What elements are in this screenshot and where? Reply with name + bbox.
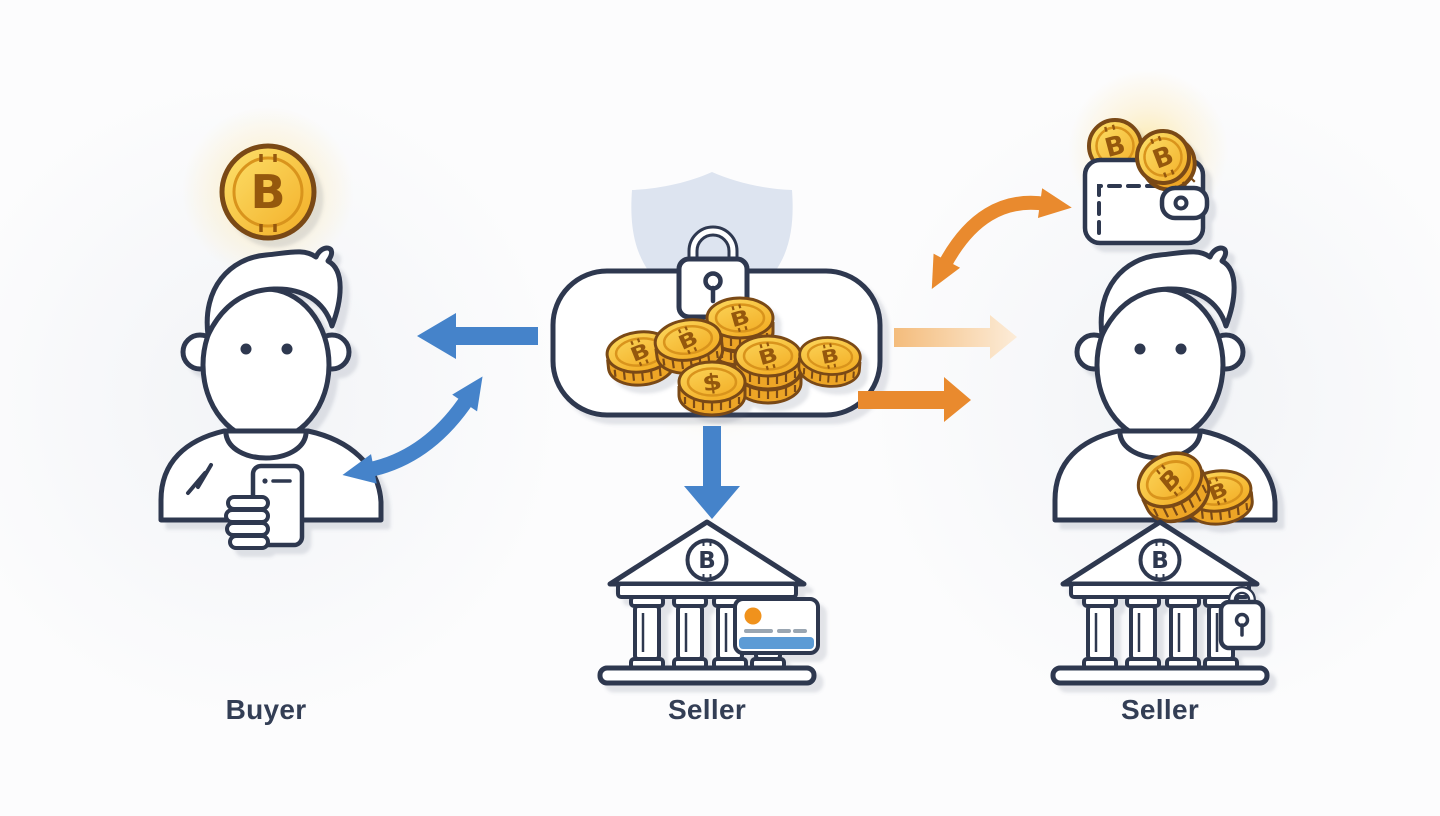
- arrow-buyer-escrow-exchange: [342, 376, 483, 484]
- escrow-node: $: [550, 172, 883, 418]
- wallet-coin-2: [1132, 126, 1197, 197]
- dollar-symbol: $: [701, 368, 724, 397]
- seller-person-label: Seller: [1120, 694, 1200, 725]
- hand-icon: [224, 495, 270, 550]
- arrow-escrow-to-bank: [684, 426, 740, 519]
- seller-bank-label: Seller: [667, 694, 747, 725]
- buyer-person: [161, 248, 381, 550]
- arrow-escrow-to-buyer: [417, 313, 538, 359]
- seller-bank-node: [600, 522, 820, 683]
- arrow-escrow-to-seller: [858, 377, 971, 422]
- wallet-stitching: [1097, 184, 1160, 238]
- bitcoin-symbol: B: [250, 165, 285, 219]
- dollar-coin-icon: $: [677, 360, 747, 417]
- buyer-label: Buyer: [225, 694, 307, 725]
- arrow-seller-wallet-exchange: [931, 188, 1072, 289]
- sleeve-lines: [186, 463, 213, 495]
- bitcoin-coin-icon: B: [219, 143, 317, 241]
- small-padlock-icon: [1218, 586, 1266, 651]
- bitcoin-coin-pile-icon: $: [605, 298, 861, 417]
- card-chip: [744, 607, 762, 625]
- card-stripe: [739, 637, 814, 649]
- arrow-escrow-to-seller-pending: [894, 315, 1017, 359]
- bitcoin-wallet-icon: [1082, 118, 1210, 246]
- credit-card-icon: [733, 597, 820, 655]
- seller-bank-right-node: [1053, 522, 1267, 683]
